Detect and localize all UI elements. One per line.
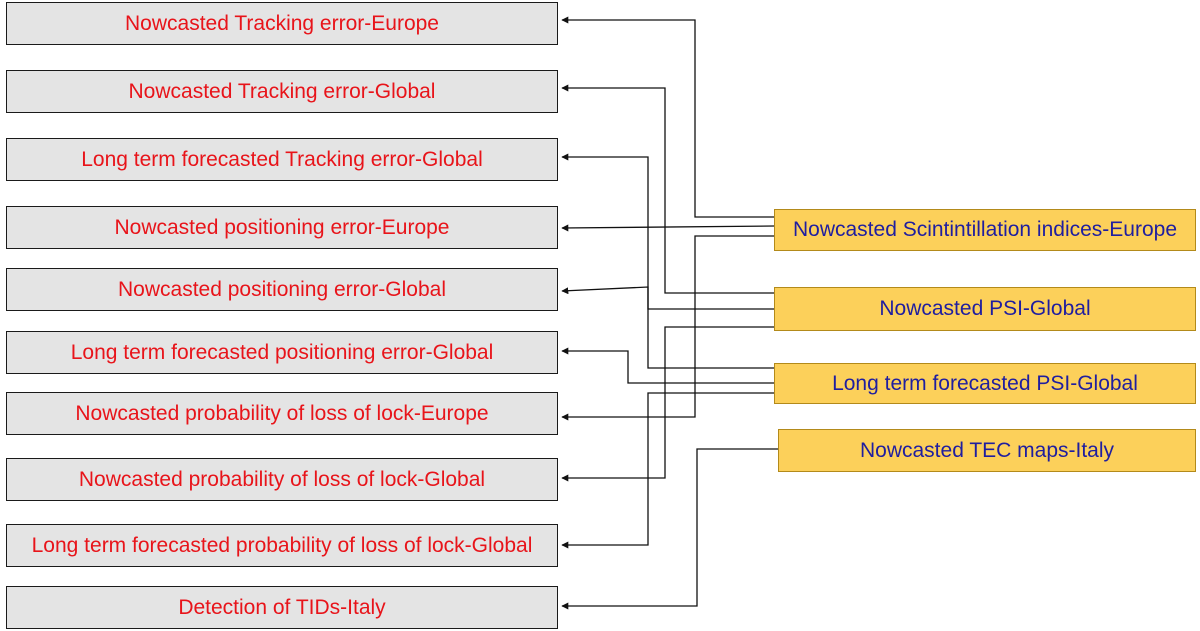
connector-i2-o2: [561, 84, 774, 294]
output-label: Nowcasted probability of loss of lock-Eu…: [75, 401, 489, 425]
input-box-scintillation-indices-europe: Nowcasted Scintintillation indices-Europ…: [774, 209, 1196, 251]
output-label: Long term forecasted probability of loss…: [31, 533, 533, 557]
connector-i3-o9: [561, 392, 774, 549]
output-box-nowcasted-tracking-error-global: Nowcasted Tracking error-Global: [6, 70, 558, 113]
output-label: Nowcasted Tracking error-Europe: [125, 11, 439, 35]
input-label: Nowcasted TEC maps-Italy: [859, 438, 1115, 462]
connector-i2-o8: [561, 326, 774, 482]
output-box-detection-of-tids-italy: Detection of TIDs-Italy: [6, 586, 558, 629]
connector-i2-o5: [561, 286, 774, 310]
output-box-long-term-tracking-error-global: Long term forecasted Tracking error-Glob…: [6, 138, 558, 181]
input-label: Long term forecasted PSI-Global: [832, 371, 1138, 395]
output-label: Detection of TIDs-Italy: [178, 595, 386, 619]
output-label: Nowcasted probability of loss of lock-Gl…: [78, 467, 486, 491]
input-label: Nowcasted Scintintillation indices-Europ…: [792, 218, 1178, 241]
output-box-long-term-loss-of-lock-global: Long term forecasted probability of loss…: [6, 524, 558, 567]
connector-i3-o6: [561, 347, 774, 384]
connector-i1-o1: [561, 16, 774, 218]
connector-i1-o4: [561, 224, 775, 232]
output-label: Long term forecasted positioning error-G…: [70, 340, 494, 364]
connector-i3-o3: [561, 153, 774, 369]
connector-i4-o10: [561, 448, 778, 610]
output-box-long-term-positioning-error-global: Long term forecasted positioning error-G…: [6, 331, 558, 374]
output-label: Nowcasted positioning error-Europe: [114, 215, 450, 239]
input-box-nowcasted-psi-global: Nowcasted PSI-Global: [774, 287, 1196, 331]
output-box-nowcasted-positioning-error-europe: Nowcasted positioning error-Europe: [6, 206, 558, 249]
output-label: Nowcasted positioning error-Global: [118, 277, 446, 301]
output-box-nowcasted-tracking-error-europe: Nowcasted Tracking error-Europe: [6, 2, 558, 45]
input-label: Nowcasted PSI-Global: [879, 297, 1091, 320]
output-box-nowcasted-loss-of-lock-europe: Nowcasted probability of loss of lock-Eu…: [6, 392, 558, 435]
input-box-long-term-psi-global: Long term forecasted PSI-Global: [774, 363, 1196, 404]
output-box-nowcasted-positioning-error-global: Nowcasted positioning error-Global: [6, 268, 558, 311]
input-box-tec-maps-italy: Nowcasted TEC maps-Italy: [778, 429, 1196, 472]
output-box-nowcasted-loss-of-lock-global: Nowcasted probability of loss of lock-Gl…: [6, 458, 558, 501]
output-label: Nowcasted Tracking error-Global: [128, 79, 436, 103]
output-label: Long term forecasted Tracking error-Glob…: [81, 147, 483, 171]
